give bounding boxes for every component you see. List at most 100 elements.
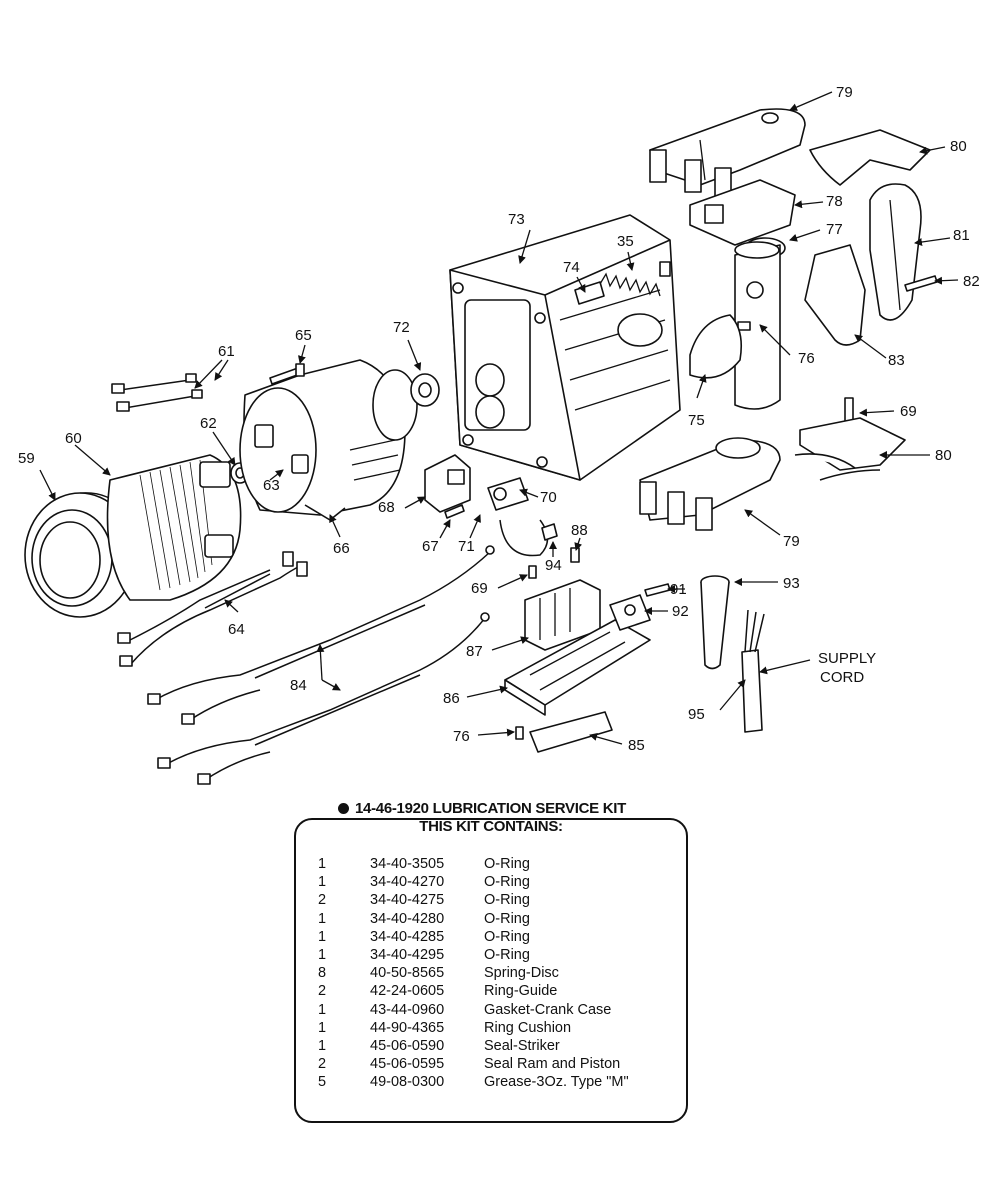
part-71-spring-clip — [499, 519, 549, 557]
callout-77: 77 — [826, 221, 843, 238]
callout-79-upper: 79 — [836, 84, 853, 101]
part-78-trigger-block — [689, 179, 796, 246]
part-91-screw — [644, 583, 671, 597]
kit-row-qty: 1 — [318, 1019, 327, 1036]
leader-lines — [39, 91, 959, 745]
part-81-handle-grip — [869, 183, 922, 321]
kit-row-qty: 1 — [318, 874, 327, 891]
callout-87: 87 — [466, 643, 483, 660]
callout-84: 84 — [290, 677, 307, 694]
part-68-brush-holder — [424, 454, 471, 513]
kit-row-part-number: 34-40-4285 — [370, 928, 445, 945]
callout-69-lower: 69 — [471, 580, 488, 597]
part-69-screw-lower — [528, 565, 537, 579]
kit-row-qty: 2 — [318, 1056, 327, 1073]
part-35-spring — [599, 261, 671, 297]
callout-71: 71 — [458, 538, 475, 555]
callout-75: 75 — [688, 412, 705, 429]
callout-93: 93 — [783, 575, 800, 592]
part-60-field-stator — [106, 454, 242, 601]
callout-68: 68 — [378, 499, 395, 516]
part-84-leads-upper — [147, 545, 495, 725]
kit-row-part-number: 34-40-4280 — [370, 910, 445, 927]
kit-row: 1 44-90-4365 Ring Cushion — [318, 1019, 678, 1037]
kit-row-description: Grease-3Oz. Type "M" — [484, 1074, 629, 1091]
callout-60: 60 — [65, 430, 82, 447]
kit-row: 1 34-40-4285 O-Ring — [318, 928, 678, 946]
kit-row-description: O-Ring — [484, 928, 530, 945]
part-67-screw — [444, 504, 465, 519]
kit-row-description: O-Ring — [484, 874, 530, 891]
part-83-lever — [804, 244, 866, 346]
part-93-cord-sleeve — [700, 575, 730, 670]
callout-94: 94 — [545, 557, 562, 574]
part-86-switch-base — [504, 619, 651, 716]
part-65-screw — [269, 363, 305, 385]
callout-59: 59 — [18, 450, 35, 467]
callout-64: 64 — [228, 621, 245, 638]
part-79-handle-upper — [649, 108, 806, 201]
callout-88: 88 — [571, 522, 588, 539]
part-84-leads-lower — [157, 612, 490, 785]
kit-row-description: O-Ring — [484, 856, 530, 872]
callout-70: 70 — [540, 489, 557, 506]
part-95-supply-cord — [741, 609, 765, 733]
kit-row-qty: 1 — [318, 928, 327, 945]
kit-row-description: O-Ring — [484, 946, 530, 963]
kit-row-part-number: 45-06-0595 — [370, 1056, 445, 1073]
part-80-clip-upper — [809, 129, 931, 186]
callout-74: 74 — [563, 259, 580, 276]
callout-80-lower: 80 — [935, 447, 952, 464]
kit-row-qty: 5 — [318, 1074, 327, 1091]
kit-row-description: Spring-Disc — [484, 965, 559, 982]
kit-row-qty: 1 — [318, 1001, 327, 1018]
kit-row-part-number: 42-24-0605 — [370, 983, 445, 1000]
kit-row-part-number: 49-08-0300 — [370, 1074, 445, 1091]
kit-row-description: Gasket-Crank Case — [484, 1001, 612, 1018]
kit-row-qty: 1 — [318, 946, 327, 963]
part-72-o-ring — [410, 373, 440, 407]
callout-80-upper: 80 — [950, 138, 967, 155]
part-85-gasket — [529, 711, 613, 753]
kit-row-part-number: 34-40-4295 — [370, 946, 445, 963]
supply-cord-label-line2: CORD — [820, 669, 864, 686]
callout-61: 61 — [218, 343, 235, 360]
part-66-motor-housing — [239, 359, 418, 521]
supply-cord-label-line1: SUPPLY — [818, 650, 876, 667]
kit-title: 14-46-1920 LUBRICATION SERVICE KIT — [338, 800, 658, 817]
kit-row-description: Ring Cushion — [484, 1019, 572, 1036]
kit-row: 5 49-08-0300 Grease-3Oz. Type "M" — [318, 1073, 678, 1091]
callout-81: 81 — [953, 227, 970, 244]
kit-row-qty: 1 — [318, 910, 327, 927]
kit-row-qty: 2 — [318, 983, 327, 1000]
part-94-cap — [541, 523, 558, 541]
callout-82: 82 — [963, 273, 980, 290]
kit-row-part-number: 34-40-3505 — [370, 856, 445, 872]
part-73-crank-case — [449, 214, 681, 481]
kit-row-part-number: 40-50-8565 — [370, 965, 445, 982]
part-74-pin — [574, 281, 605, 305]
kit-row-description: O-Ring — [484, 892, 530, 909]
callout-labels: 59 60 61 62 63 64 65 66 67 68 69 69 70 7… — [18, 84, 980, 754]
kit-row-qty: 2 — [318, 892, 327, 909]
kit-row-qty: 1 — [318, 1037, 327, 1054]
bullet-icon — [338, 803, 349, 814]
kit-row-part-number: 44-90-4365 — [370, 1019, 445, 1036]
callout-73: 73 — [508, 211, 525, 228]
kit-row-part-number: 45-06-0590 — [370, 1037, 445, 1054]
callout-91: 91 — [670, 581, 687, 598]
part-80-clip-lower — [794, 417, 906, 481]
callout-95: 95 — [688, 706, 705, 723]
part-92-bracket — [609, 594, 651, 631]
callout-63: 63 — [263, 477, 280, 494]
